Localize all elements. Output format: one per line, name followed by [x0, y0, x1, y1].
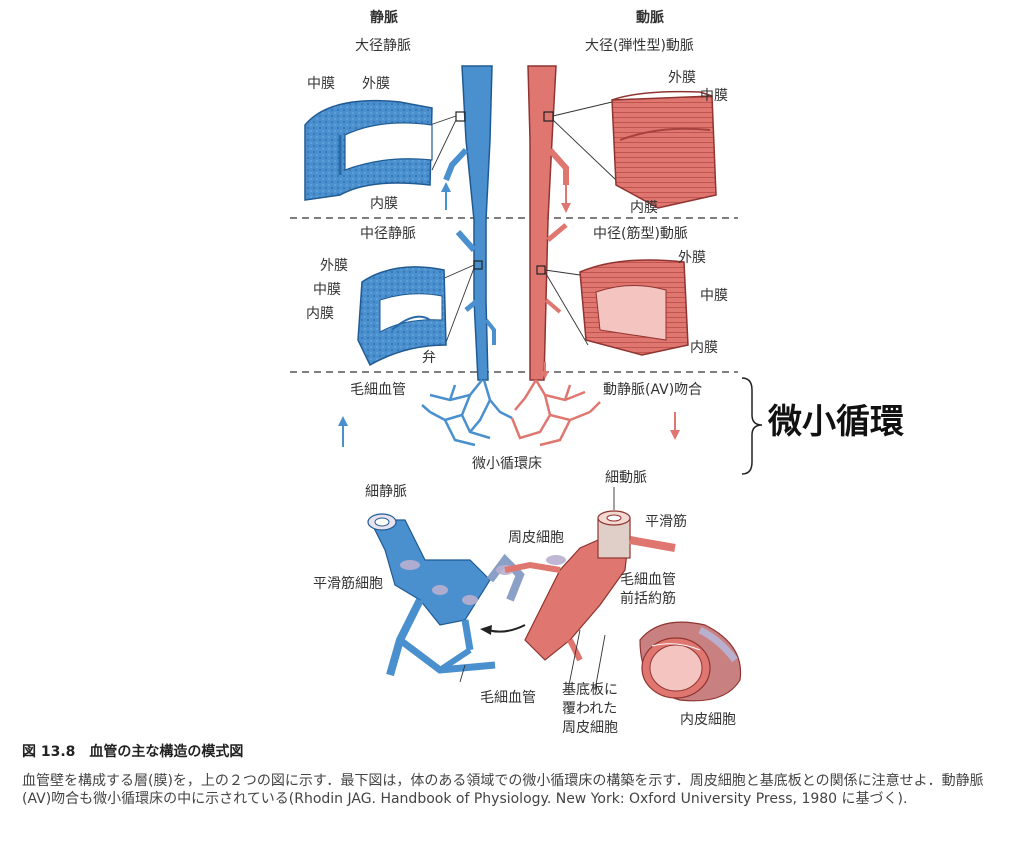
capillary-label: 毛細血管 [350, 382, 406, 398]
artery-trunk [527, 65, 569, 381]
precapillary-label-line2: 前括約筋 [620, 591, 676, 607]
microcirculation-heading: 微小循環 [768, 402, 904, 442]
adventitia-label-mid-artery: 外膜 [678, 250, 706, 266]
mid-artery-section [579, 259, 689, 356]
endothelial-cross-section [639, 621, 742, 702]
valve-label: 弁 [422, 350, 436, 366]
vein-marker-1 [455, 111, 466, 122]
basal-lamina-label-line2: 覆われた [562, 701, 618, 717]
mid-artery-label: 中径(筋型)動脈 [593, 226, 688, 242]
mid-vein-section [357, 266, 447, 367]
capillary-network-vein [421, 379, 513, 447]
arteriole-drawing [504, 510, 676, 662]
large-artery-section [611, 90, 717, 209]
vein-title: 静脈 [370, 10, 398, 26]
av-anastomosis-label: 動静脈(AV)吻合 [603, 382, 703, 398]
adventitia-label-large-artery: 外膜 [668, 70, 696, 86]
microcirculation-brace [741, 377, 763, 475]
artery-marker-1 [543, 111, 554, 122]
anastomosis-arrow [480, 624, 526, 635]
media-label-large-artery: 中膜 [700, 88, 728, 104]
figure-caption-title: 図 13.8 血管の主な構造の模式図 [22, 744, 244, 760]
figure-caption-text: 血管壁を構成する層(膜)を，上の２つの図に示す．最下図は，体のある領域での微小循… [22, 773, 984, 807]
connector-lines [429, 101, 617, 346]
flow-arrow-artery-bed [670, 412, 680, 440]
intima-label-large-vein: 内膜 [370, 196, 398, 212]
basal-lamina-label-line3: 周皮細胞 [562, 720, 618, 736]
flow-arrow-artery-upper [561, 185, 571, 213]
vein-trunk [443, 65, 496, 381]
flow-arrow-vein-upper [441, 182, 451, 210]
flow-arrow-vein-mid [480, 362, 488, 378]
intima-label-mid-artery: 内膜 [690, 340, 718, 356]
mid-vein-label: 中径静脈 [360, 226, 416, 242]
large-artery-label: 大径(弾性型)動脈 [585, 38, 694, 54]
flow-arrow-artery-mid [541, 362, 549, 379]
endothelial-cell-label: 内皮細胞 [680, 712, 736, 728]
media-label-mid-vein: 中膜 [313, 282, 341, 298]
large-vein-label: 大径静脈 [355, 38, 411, 54]
media-label-large-vein: 中膜 [307, 76, 335, 92]
precapillary-label-line1: 毛細血管 [620, 572, 676, 588]
microcirculation-bed-label: 微小循環床 [472, 456, 542, 472]
arteriole-label: 細動脈 [605, 470, 647, 486]
intima-label-mid-vein: 内膜 [306, 306, 334, 322]
large-vein-section [304, 99, 433, 201]
flow-arrow-vein-bed [338, 416, 348, 447]
pericyte-label: 周皮細胞 [508, 530, 564, 546]
detail-connector-lines [459, 487, 615, 691]
basal-lamina-label-line1: 基底板に [562, 682, 618, 698]
adventitia-label-large-vein: 外膜 [362, 76, 390, 92]
intima-label-large-artery: 内膜 [630, 200, 658, 216]
artery-title: 動脈 [636, 10, 664, 26]
capillary-network-artery [510, 379, 601, 447]
venule-label: 細静脈 [365, 484, 407, 500]
media-label-mid-artery: 中膜 [700, 288, 728, 304]
capillary-label-bottom: 毛細血管 [480, 690, 536, 706]
adventitia-label-mid-vein: 外膜 [320, 258, 348, 274]
smooth-muscle-cell-label: 平滑筋細胞 [313, 576, 383, 592]
smooth-muscle-label: 平滑筋 [645, 514, 687, 530]
venule-drawing [367, 513, 525, 677]
